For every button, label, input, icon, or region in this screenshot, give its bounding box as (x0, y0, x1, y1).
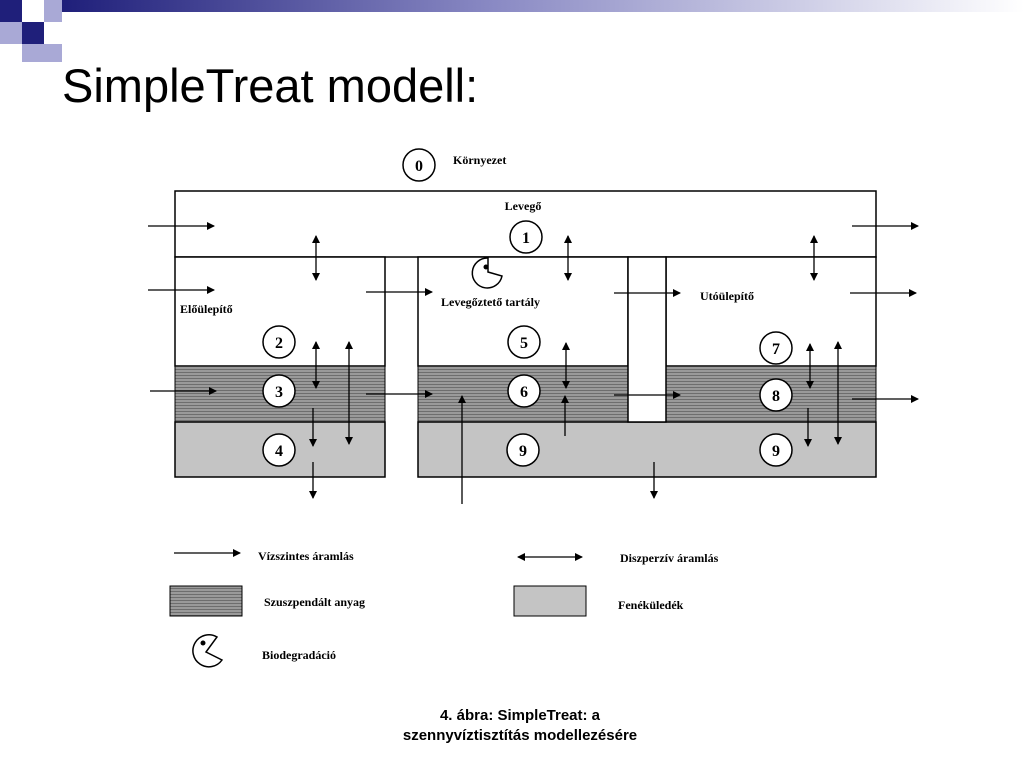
compartment-1: 1 (509, 220, 543, 254)
legend-biodegradation-icon (192, 634, 224, 668)
compartment-5: 5 (507, 325, 541, 359)
air-label: Levegő (505, 199, 542, 213)
svg-text:9: 9 (772, 443, 780, 460)
simpletreat-diagram: 0 Környezet Levegő 1 Előülepítő Levegőzt… (148, 148, 919, 668)
legend-sediment: Fenéküledék (618, 598, 684, 612)
svg-text:1: 1 (522, 230, 530, 247)
svg-text:3: 3 (275, 384, 283, 401)
svg-text:8: 8 (772, 388, 780, 405)
compartment-4: 4 (262, 433, 296, 467)
compartment-8: 8 (759, 378, 793, 412)
compartment-0: 0 (402, 148, 436, 182)
slide-title: SimpleTreat modell: (62, 59, 479, 112)
svg-text:6: 6 (520, 384, 528, 401)
legend-suspended-swatch (169, 585, 243, 617)
legend-dispersive-flow: Diszperzív áramlás (620, 551, 719, 565)
svg-text:5: 5 (520, 335, 528, 352)
compartment-9-aeration: 9 (506, 433, 540, 467)
environment-label: Környezet (453, 153, 506, 167)
compartment-9-secondary: 9 (759, 433, 793, 467)
slide-header-decoration (0, 0, 1024, 62)
shared-sediment (417, 421, 877, 478)
legend: Vízszintes áramlás Diszperzív áramlás Sz… (169, 549, 719, 668)
legend-sediment-swatch (513, 585, 587, 617)
secondary-clarifier-label: Utóülepítő (700, 289, 754, 303)
svg-text:2: 2 (275, 335, 283, 352)
primary-clarifier-label: Előülepítő (180, 302, 233, 316)
compartment-2: 2 (262, 325, 296, 359)
horizontal-flow-arrows (148, 222, 919, 504)
svg-text:9: 9 (519, 443, 527, 460)
svg-text:4: 4 (275, 443, 283, 460)
compartment-0-number: 0 (415, 158, 423, 175)
dispersive-flow-arrows (312, 235, 842, 445)
compartment-7: 7 (759, 331, 793, 365)
legend-horizontal-flow: Vízszintes áramlás (258, 549, 354, 563)
svg-text:7: 7 (772, 341, 780, 358)
compartment-3: 3 (262, 374, 296, 408)
figure-caption: 4. ábra: SimpleTreat: a szennyvíztisztít… (360, 706, 680, 746)
compartment-6: 6 (507, 374, 541, 408)
legend-suspended-matter: Szuszpendált anyag (264, 595, 365, 609)
caption-line-2: szennyvíztisztítás modellezésére (402, 727, 638, 744)
legend-biodegradation: Biodegradáció (262, 648, 336, 662)
tank-separator (627, 256, 667, 423)
aeration-tank-label: Levegőztető tartály (441, 295, 540, 309)
biodegradation-icon (471, 257, 503, 289)
caption-line-1: 4. ábra: SimpleTreat: a (439, 707, 601, 724)
